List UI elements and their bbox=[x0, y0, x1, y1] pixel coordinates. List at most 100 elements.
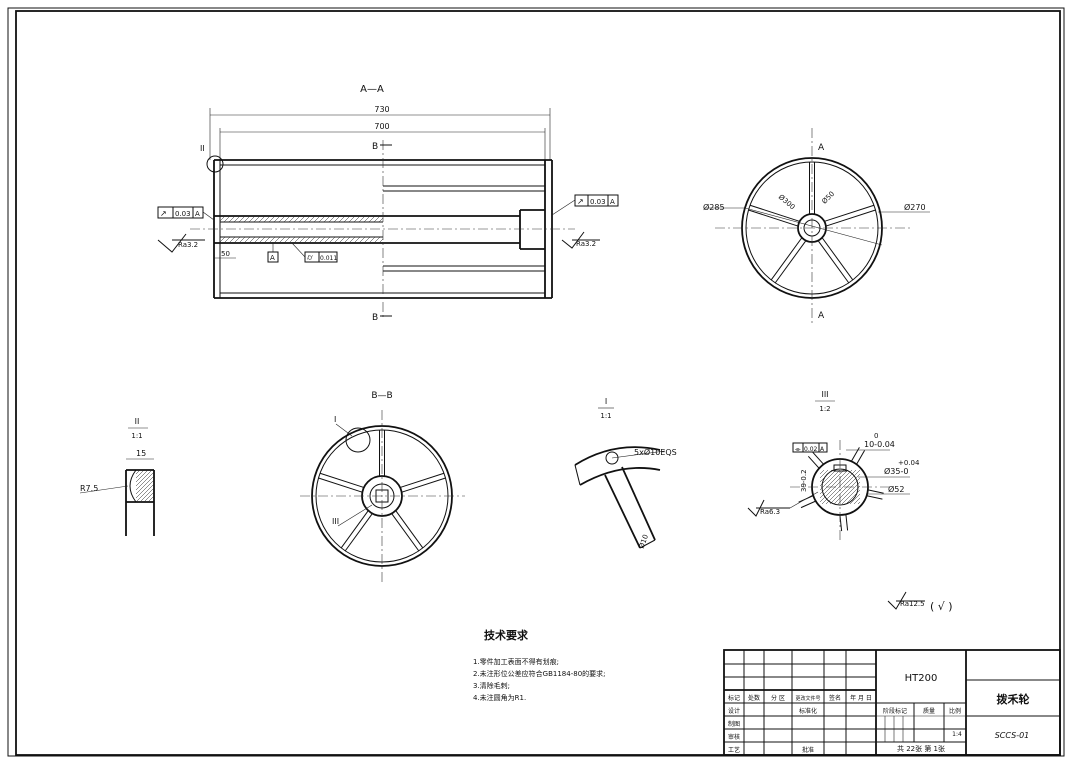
hatch-line bbox=[368, 215, 376, 223]
hatch-line bbox=[135, 471, 155, 491]
hatch-line bbox=[298, 236, 306, 244]
spoke-edge bbox=[807, 455, 820, 469]
spoke-edge bbox=[774, 240, 807, 284]
hatch-line bbox=[378, 217, 384, 223]
section-bb-title: B—B bbox=[371, 391, 392, 401]
spoke-edge bbox=[748, 209, 799, 227]
spoke-edge bbox=[770, 237, 803, 281]
hatch-line bbox=[278, 215, 286, 223]
dim-50: 50 bbox=[221, 250, 230, 258]
detail-ii-view: II 1:1 15 R7.5 bbox=[79, 417, 155, 536]
hatch-line bbox=[313, 215, 321, 223]
dim-d50: Ø50 bbox=[820, 190, 836, 206]
hatch-line bbox=[353, 236, 361, 244]
spoke-edge bbox=[866, 495, 883, 500]
end-view-spokes bbox=[748, 162, 876, 284]
hatch-line bbox=[819, 469, 833, 483]
outer-border bbox=[7, 7, 1065, 757]
cut-a-bottom: A bbox=[818, 311, 825, 321]
dim-bore-tol: +0.04 bbox=[898, 459, 920, 467]
hatch-line bbox=[853, 497, 861, 505]
hatch-line bbox=[147, 495, 155, 503]
tb-material: HT200 bbox=[905, 673, 938, 684]
spoke-edge bbox=[400, 472, 445, 488]
tb-draw: 制图 bbox=[728, 720, 740, 728]
hatch-line bbox=[135, 483, 155, 503]
hatch-line bbox=[243, 215, 251, 223]
gdt-cyl-symbol: ⌭ bbox=[307, 253, 313, 262]
ra32-left: Ra3.2 bbox=[178, 241, 198, 249]
hatch-line bbox=[219, 236, 226, 243]
hatch-line bbox=[857, 501, 861, 505]
tb-check: 审核 bbox=[728, 733, 740, 741]
spoke-edge bbox=[817, 240, 850, 284]
hatch-line bbox=[819, 469, 841, 491]
hatch-line bbox=[233, 215, 241, 223]
general-roughness: Ra12.5 ( √ ) bbox=[887, 591, 953, 613]
gdt-sym-value: 0.02 bbox=[804, 446, 818, 453]
cut-b-bottom: B bbox=[372, 313, 378, 323]
hatch-line bbox=[263, 236, 271, 244]
hatch-line bbox=[263, 215, 271, 223]
gdt-runout-left-value: 0.03 bbox=[175, 210, 191, 218]
gdt-runout-left-symbol: ↗ bbox=[160, 209, 167, 218]
tb-hdr-count: 处数 bbox=[748, 694, 760, 702]
hatch-line bbox=[841, 485, 861, 505]
hatch-line bbox=[238, 236, 246, 244]
hatch-line bbox=[303, 215, 311, 223]
section-view-aa: A—A 730 700 bbox=[157, 84, 619, 323]
tb-stage: 阶段标记 bbox=[883, 707, 907, 715]
note-2: 2.未注形位公差应符合GB1184-80的要求; bbox=[473, 669, 606, 678]
note-3: 3.清除毛刺; bbox=[473, 681, 510, 690]
hatch-line bbox=[338, 236, 346, 244]
tb-drawing-no: SCCS-01 bbox=[995, 731, 1030, 740]
notes-title: 技术要求 bbox=[484, 628, 529, 642]
tb-hdr-sign: 签名 bbox=[829, 694, 841, 702]
hatch-line bbox=[378, 238, 384, 244]
dim-bore: Ø35-0 bbox=[884, 466, 908, 476]
hatch-line bbox=[343, 236, 351, 244]
spoke-edge bbox=[319, 472, 364, 488]
gdt-runout-right-datum: A bbox=[610, 198, 615, 206]
hatch-line bbox=[135, 469, 149, 483]
hatch-line bbox=[837, 481, 861, 505]
dim-outer: Ø52 bbox=[888, 484, 904, 494]
tb-hdr-zone: 分 区 bbox=[771, 694, 785, 702]
hatch-line bbox=[135, 479, 155, 499]
marker-iii: III bbox=[332, 517, 339, 526]
gdt-sym-datum: A bbox=[820, 446, 825, 453]
hatch-line bbox=[819, 469, 825, 475]
hatch-line bbox=[373, 236, 381, 244]
spoke-edge bbox=[401, 477, 446, 493]
spoke-edge bbox=[824, 204, 875, 222]
hatch-line bbox=[363, 236, 371, 244]
tb-weight: 质量 bbox=[923, 707, 935, 715]
spoke-edge bbox=[340, 510, 369, 549]
hatch-line bbox=[273, 215, 281, 223]
spoke-edge bbox=[856, 450, 866, 465]
dim-d285: Ø285 bbox=[703, 202, 725, 212]
section-view-bb: B—B I III bbox=[300, 391, 465, 585]
spoke-edge bbox=[318, 477, 363, 493]
dim-730: 730 bbox=[374, 105, 389, 114]
note-4: 4.未注圆角为R1. bbox=[473, 693, 526, 702]
dim-15: 15 bbox=[136, 449, 146, 458]
dim-hole: 5xØ10EQS bbox=[634, 447, 677, 457]
hatch-line bbox=[293, 236, 301, 244]
hatch-line bbox=[373, 215, 381, 223]
detail-ii-scale: 1:1 bbox=[131, 432, 142, 440]
hatch-line bbox=[258, 215, 266, 223]
hatch-line bbox=[233, 236, 241, 244]
detail-iii-title: III bbox=[821, 390, 828, 399]
hatch-line bbox=[353, 215, 361, 223]
hatch-line bbox=[258, 236, 266, 244]
hatch-line bbox=[293, 215, 301, 223]
tb-hdr-mark: 标记 bbox=[728, 694, 740, 702]
marker-i: I bbox=[334, 415, 336, 424]
hatch-line bbox=[253, 215, 261, 223]
title-block: HT200 拨禾轮 SCCS-01 阶段标记 质量 比例 1:4 共 22张 第… bbox=[723, 649, 1061, 756]
hatch-line bbox=[273, 236, 281, 244]
section-aa-title: A—A bbox=[360, 84, 384, 95]
gdt-sym-symbol: ⌯ bbox=[795, 445, 801, 453]
ra32-right: Ra3.2 bbox=[576, 240, 596, 248]
